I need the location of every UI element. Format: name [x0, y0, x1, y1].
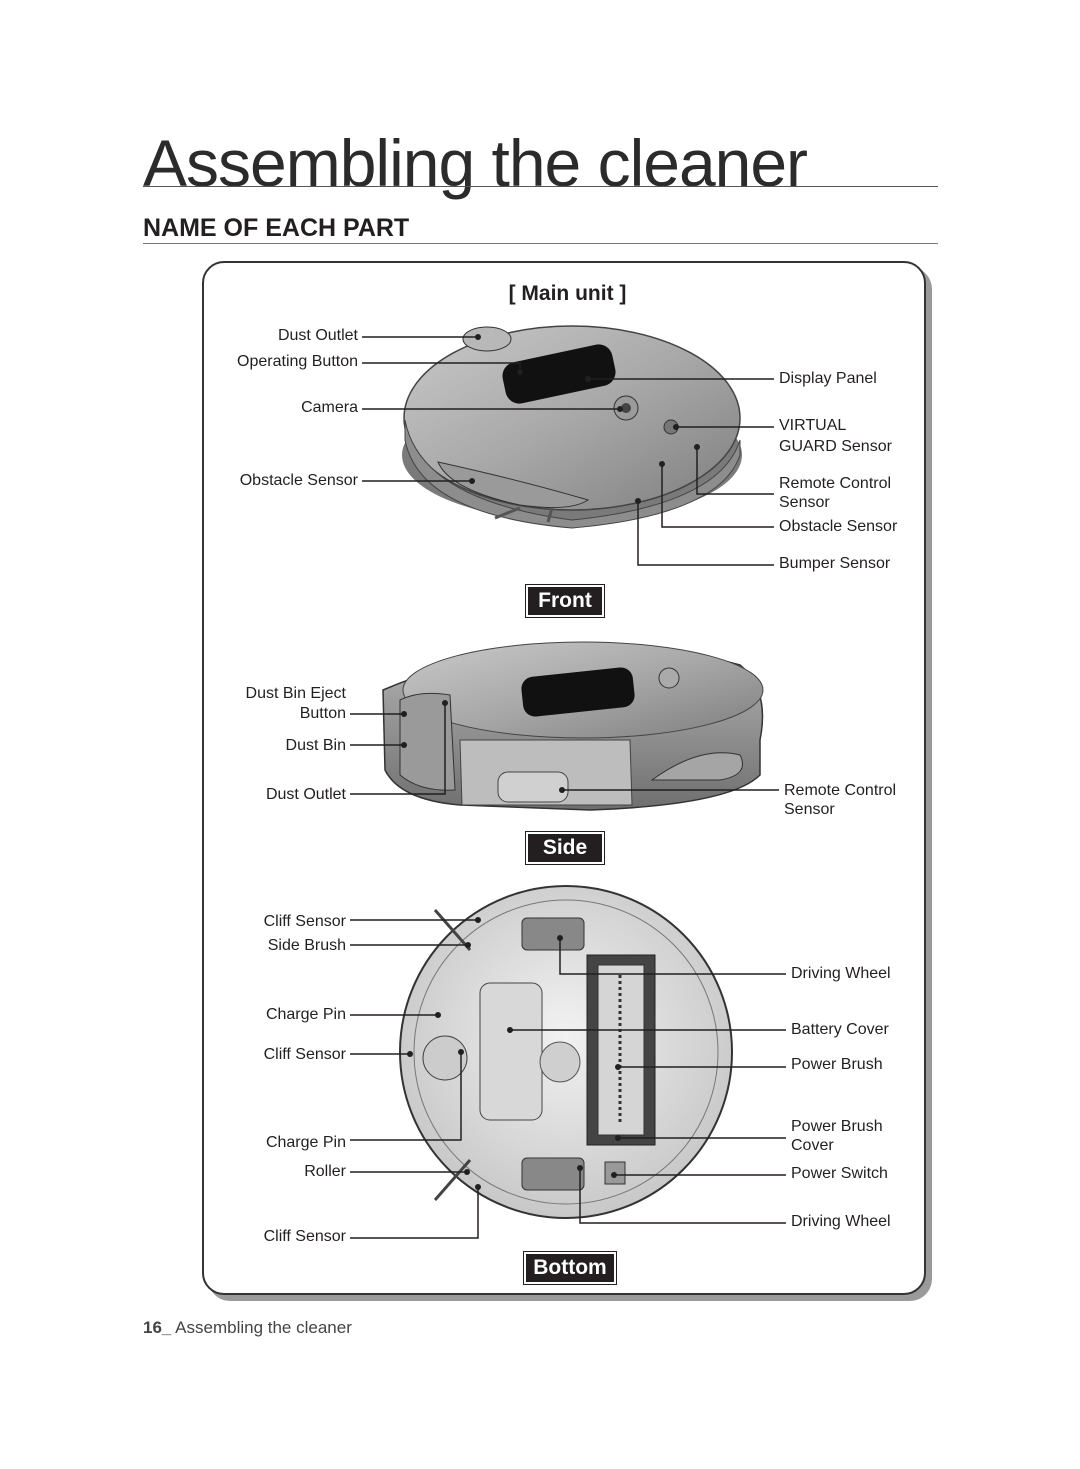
section-heading: NAME OF EACH PART [143, 214, 410, 242]
side-view-robot [350, 641, 779, 811]
label-dust-outlet-side: Dust Outlet [265, 786, 346, 803]
label-power-brush-cover: Power Brush [791, 1118, 883, 1135]
label-dust-bin-eject: Dust Bin Eject [245, 685, 346, 702]
view-tag-bottom: Bottom [523, 1251, 617, 1285]
label-dust-bin: Dust Bin [285, 737, 346, 754]
label-power-brush: Power Brush [791, 1056, 883, 1073]
panel-title: [ Main unit ] [508, 282, 627, 305]
label-remote-control: Remote Control [779, 475, 892, 492]
view-tag-side: Side [525, 831, 605, 865]
view-tag-front: Front [525, 584, 605, 618]
label-driving-wheel-2: Driving Wheel [791, 1213, 891, 1230]
label-dust-bin-eject-button: Button [299, 705, 346, 722]
title-rule [143, 186, 938, 187]
label-charge-pin-1: Charge Pin [265, 1006, 346, 1023]
label-virtual: VIRTUAL [779, 417, 847, 434]
label-cliff-sensor-1: Cliff Sensor [263, 913, 346, 930]
label-obstacle-sensor-left: Obstacle Sensor [239, 472, 358, 489]
section-rule [143, 243, 938, 244]
label-dust-outlet: Dust Outlet [277, 327, 358, 344]
page-footer: 16_ Assembling the cleaner [143, 1318, 352, 1338]
label-display-panel: Display Panel [779, 370, 877, 387]
label-side-brush: Side Brush [267, 937, 346, 954]
label-remote-control-sensor-side: Sensor [784, 801, 835, 818]
label-roller: Roller [304, 1163, 346, 1180]
label-battery-cover: Battery Cover [791, 1021, 889, 1038]
label-power-switch: Power Switch [791, 1165, 888, 1182]
footer-text: Assembling the cleaner [171, 1318, 352, 1337]
label-operating-button: Operating Button [237, 353, 358, 370]
label-guard-sensor: GUARD Sensor [779, 438, 892, 455]
label-remote-control-side: Remote Control [784, 782, 897, 799]
label-charge-pin-2: Charge Pin [265, 1134, 346, 1151]
page-number: 16_ [143, 1318, 172, 1337]
label-cliff-sensor-3: Cliff Sensor [263, 1228, 346, 1245]
front-view-robot [362, 325, 774, 566]
label-cliff-sensor-2: Cliff Sensor [263, 1046, 346, 1063]
label-driving-wheel-1: Driving Wheel [791, 965, 891, 982]
label-bumper-sensor: Bumper Sensor [779, 555, 891, 572]
label-camera: Camera [301, 399, 358, 416]
label-obstacle-sensor-right: Obstacle Sensor [779, 518, 898, 535]
bottom-view-robot [350, 885, 786, 1239]
label-remote-control-sensor: Sensor [779, 494, 830, 511]
label-power-brush-cover-2: Cover [791, 1137, 834, 1154]
